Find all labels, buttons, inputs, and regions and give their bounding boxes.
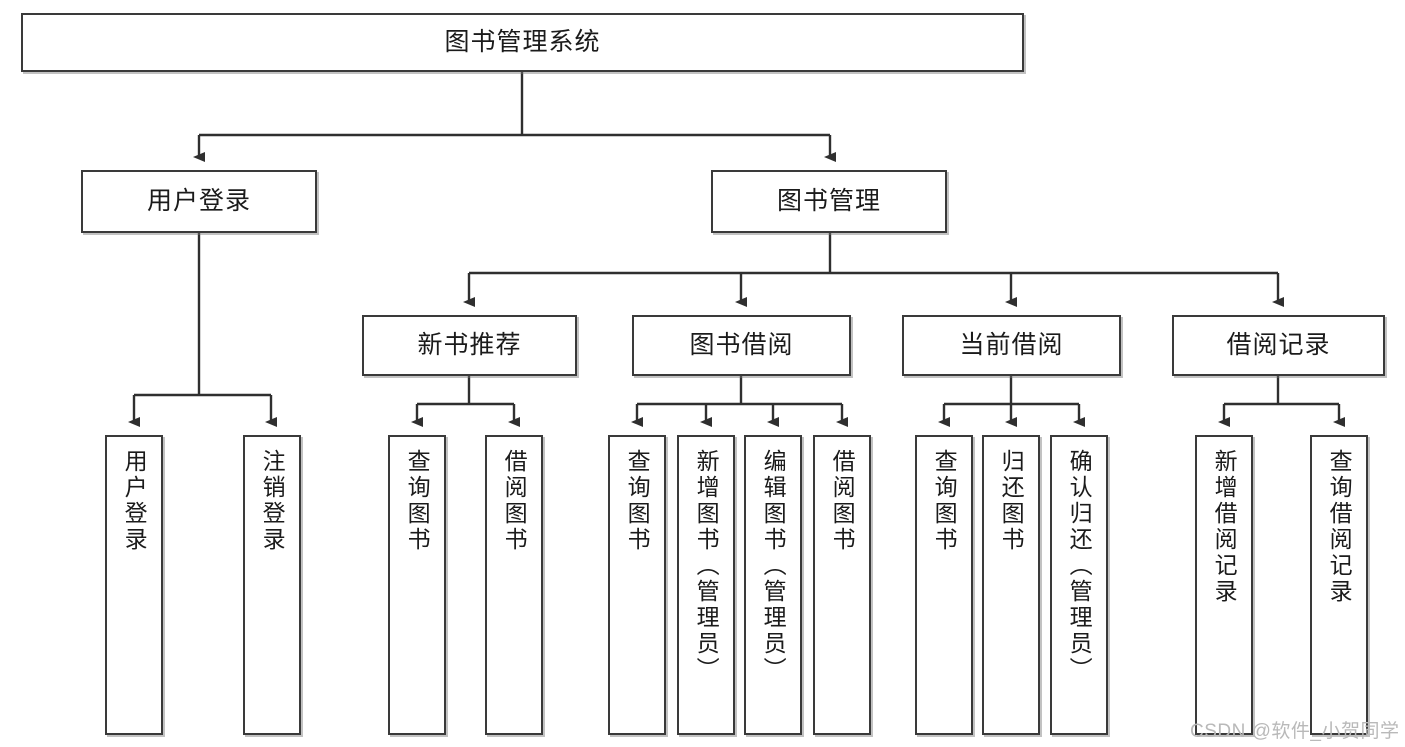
node-book-borrow[interactable]: 图书借阅 — [632, 315, 851, 376]
leaf-record-add-record[interactable]: 新增借阅记录 — [1195, 435, 1253, 735]
node-label: 当前借阅 — [959, 331, 1064, 360]
node-label: 查询图书 — [404, 449, 431, 553]
leaf-borrow-query-book[interactable]: 查询图书 — [608, 435, 666, 735]
node-label: 查询图书 — [931, 449, 958, 553]
leaf-recommend-query-book[interactable]: 查询图书 — [388, 435, 446, 735]
leaf-current-query-book[interactable]: 查询图书 — [915, 435, 973, 735]
node-new-book-recommend[interactable]: 新书推荐 — [362, 315, 577, 376]
leaf-user-login-logout[interactable]: 注销登录 — [243, 435, 301, 735]
node-label: 归还图书 — [998, 449, 1025, 553]
leaf-borrow-add-book-admin[interactable]: 新增图书（管理员） — [677, 435, 735, 735]
node-borrow-record[interactable]: 借阅记录 — [1172, 315, 1385, 376]
leaf-current-return-book[interactable]: 归还图书 — [982, 435, 1040, 735]
node-label: 图书管理 — [776, 187, 881, 216]
leaf-recommend-borrow-book[interactable]: 借阅图书 — [485, 435, 543, 735]
node-root-library-system[interactable]: 图书管理系统 — [21, 13, 1024, 72]
node-label: 图书管理系统 — [444, 28, 601, 57]
node-label: 新增图书（管理员） — [693, 449, 720, 683]
leaf-borrow-borrow-book[interactable]: 借阅图书 — [813, 435, 871, 735]
node-label: 新增借阅记录 — [1211, 449, 1238, 605]
leaf-current-confirm-return-admin[interactable]: 确认归还（管理员） — [1050, 435, 1108, 735]
node-label: 确认归还（管理员） — [1066, 449, 1093, 683]
node-label: 借阅图书 — [829, 449, 856, 553]
node-label: 借阅图书 — [501, 449, 528, 553]
node-current-borrow[interactable]: 当前借阅 — [902, 315, 1121, 376]
node-label: 编辑图书（管理员） — [760, 449, 787, 683]
leaf-record-query-record[interactable]: 查询借阅记录 — [1310, 435, 1368, 735]
node-user-login[interactable]: 用户登录 — [81, 170, 317, 233]
node-label: 用户登录 — [121, 449, 148, 553]
node-label: 用户登录 — [146, 187, 251, 216]
node-label: 查询图书 — [624, 449, 651, 553]
leaf-borrow-edit-book-admin[interactable]: 编辑图书（管理员） — [744, 435, 802, 735]
node-label: 图书借阅 — [689, 331, 794, 360]
node-label: 借阅记录 — [1226, 331, 1331, 360]
watermark-text: CSDN @软件_小贺同学 — [1190, 721, 1400, 742]
node-label: 新书推荐 — [417, 331, 522, 360]
node-label: 注销登录 — [259, 449, 286, 553]
node-label: 查询借阅记录 — [1326, 449, 1353, 605]
leaf-user-login-login[interactable]: 用户登录 — [105, 435, 163, 735]
node-book-management[interactable]: 图书管理 — [711, 170, 947, 233]
